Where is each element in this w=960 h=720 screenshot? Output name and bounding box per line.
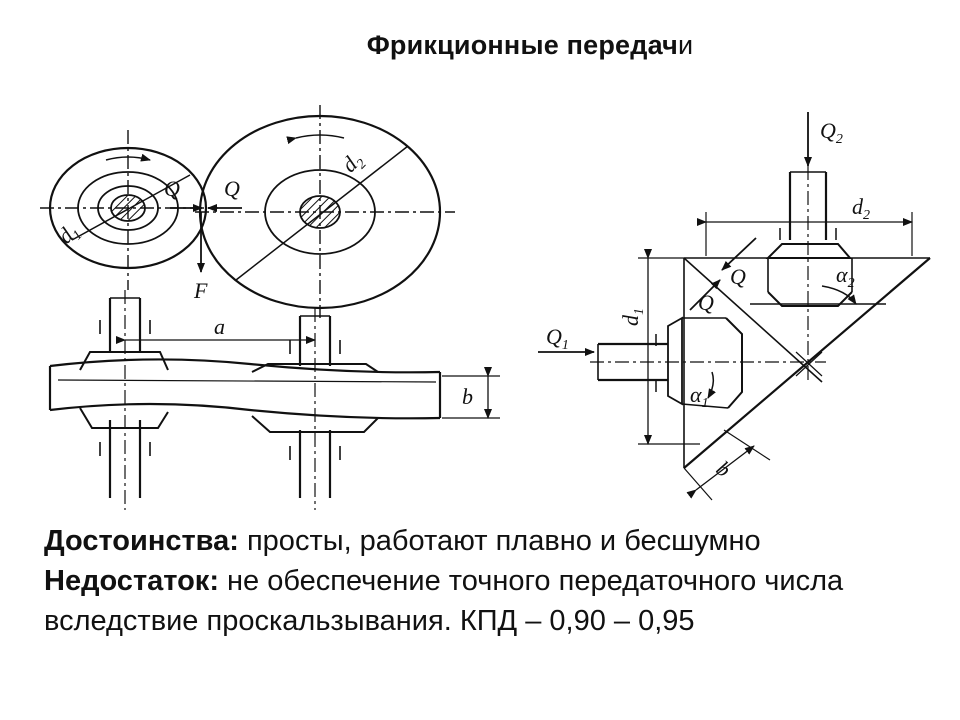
label-q1: Q1 <box>546 324 569 353</box>
label-center-distance: a <box>214 314 225 339</box>
label-force-f: F <box>193 278 208 303</box>
label-d1: d1 <box>52 218 85 251</box>
label-alpha1: α1 <box>690 382 709 411</box>
description: Достоинства: просты, работают плавно и б… <box>44 521 944 641</box>
label-d2: d2 <box>336 147 369 180</box>
label-width-b-bevel: b <box>712 456 736 482</box>
label-q-lower: Q <box>698 290 714 315</box>
cylindrical-friction-gear <box>40 105 500 510</box>
label-width-b: b <box>462 384 473 409</box>
label-q-upper: Q <box>730 264 746 289</box>
label-d1-bevel: d1 <box>618 308 647 326</box>
advantages-text: просты, работают плавно и бесшумно <box>238 525 761 557</box>
label-alpha2: α2 <box>836 262 855 291</box>
title-main: Фрикционные передач <box>366 30 679 60</box>
title-last-letter: и <box>678 30 694 60</box>
small-wheel <box>40 130 218 290</box>
label-q-small: Q <box>164 176 180 201</box>
left-labels: d1 d2 Q Q F a b <box>52 147 473 409</box>
advantages-label: Достоинства: <box>44 525 239 557</box>
plan-view <box>48 290 500 510</box>
page-title: Фрикционные передачи <box>0 30 960 61</box>
large-wheel <box>195 105 455 318</box>
disadvantage-label: Недостаток: <box>44 565 219 597</box>
label-d2-bevel: d2 <box>852 194 870 223</box>
label-q2: Q2 <box>820 118 843 147</box>
disadvantage-text: не обеспечение точного передаточного чис… <box>44 565 844 637</box>
label-q-large: Q <box>224 176 240 201</box>
bevel-friction-gear <box>538 112 931 501</box>
